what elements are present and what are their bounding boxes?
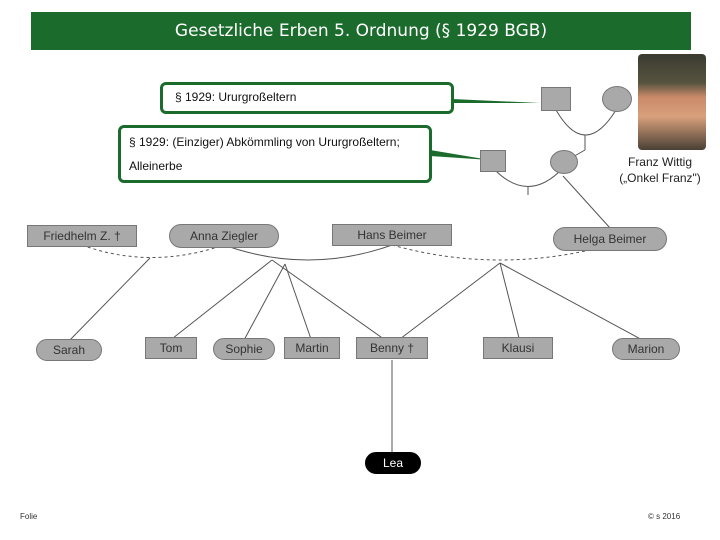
node-helga: Helga Beimer <box>553 227 667 251</box>
franz-caption-line2: („Onkel Franz") <box>619 171 701 185</box>
franz-wittig-photo <box>638 54 706 150</box>
ururgrossmutter-node <box>602 86 632 112</box>
node-sarah: Sarah <box>36 339 102 361</box>
callout-abkoemmling-line2: Alleinerbe <box>129 159 183 173</box>
node-anna: Anna Ziegler <box>169 224 279 248</box>
abkoemmling-male-node <box>480 150 506 172</box>
node-klausi: Klausi <box>483 337 553 359</box>
callout-ururgrosseltern-text: § 1929: Ururgroßeltern <box>175 90 297 104</box>
node-sophie: Sophie <box>213 338 275 360</box>
callout-abkoemmling: § 1929: (Einziger) Abkömmling von Ururgr… <box>118 125 432 183</box>
slide-title: Gesetzliche Erben 5. Ordnung (§ 1929 BGB… <box>31 12 691 50</box>
node-friedhelm: Friedhelm Z. † <box>27 225 137 247</box>
node-hans: Hans Beimer <box>332 224 452 246</box>
footer-right: © s 2016 <box>648 512 681 521</box>
node-tom: Tom <box>145 337 197 359</box>
franz-caption-line1: Franz Wittig <box>627 155 692 169</box>
callout-ururgrosseltern: § 1929: Ururgroßeltern <box>160 82 454 114</box>
abkoemmling-female-node <box>550 150 578 174</box>
franz-wittig-caption: Franz Wittig („Onkel Franz") <box>612 154 708 186</box>
node-benny: Benny † <box>356 337 428 359</box>
node-martin: Martin <box>284 337 340 359</box>
footer-left: Folie <box>20 512 38 521</box>
ururgrossvater-node <box>541 87 571 111</box>
node-lea: Lea <box>365 452 421 474</box>
callout-abkoemmling-line1: § 1929: (Einziger) Abkömmling von Ururgr… <box>129 135 400 149</box>
node-marion: Marion <box>612 338 680 360</box>
